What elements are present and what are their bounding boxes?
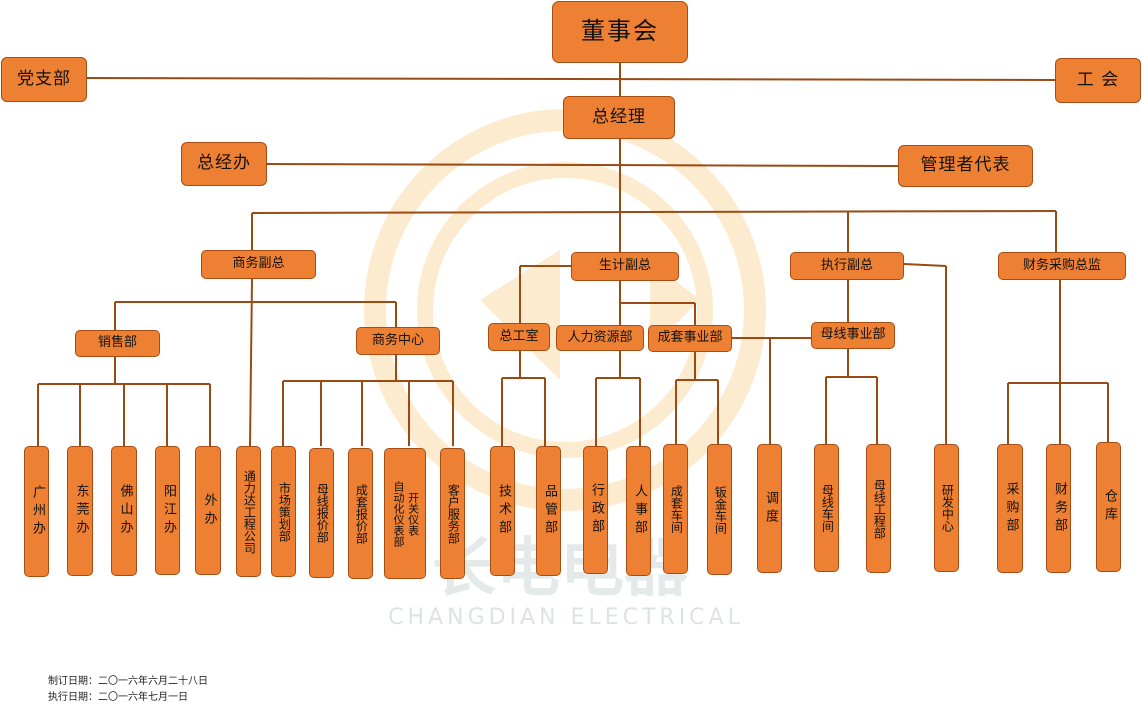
unit-foshan: 佛山办 bbox=[111, 446, 137, 576]
unit-outside: 外办 bbox=[195, 446, 221, 575]
board-box: 董事会 bbox=[552, 1, 688, 63]
made-date: 制订日期：二〇一六年六月二十八日 bbox=[48, 676, 208, 687]
unit-dongguan: 东莞办 bbox=[67, 446, 93, 576]
switch-col-1: 开关仪表 bbox=[406, 491, 420, 536]
unit-guangzhou: 广州办 bbox=[24, 446, 49, 577]
unit-market-planning: 市场策划部 bbox=[271, 446, 296, 577]
unit-rd-center: 研发中心 bbox=[934, 444, 959, 572]
busbar-division-box: 母线事业部 bbox=[811, 322, 895, 349]
unit-personnel: 人事部 bbox=[626, 446, 651, 576]
party-branch-box: 党支部 bbox=[1, 57, 87, 102]
unit-yangjiang: 阳江办 bbox=[155, 446, 180, 575]
unit-complete-quote: 成套报价部 bbox=[348, 448, 373, 579]
unit-busbar-engineering: 母线工程部 bbox=[866, 444, 891, 573]
unit-sheetmetal-workshop: 钣金车间 bbox=[707, 444, 732, 575]
finance-director-box: 财务采购总监 bbox=[998, 252, 1126, 280]
union-box: 工 会 bbox=[1055, 58, 1141, 103]
production-vp-box: 生计副总 bbox=[571, 252, 679, 281]
management-rep-box: 管理者代表 bbox=[898, 145, 1033, 187]
complete-set-division-box: 成套事业部 bbox=[648, 325, 732, 352]
unit-purchasing: 采购部 bbox=[997, 444, 1023, 573]
switch-col-2: 自动化仪表部 bbox=[392, 480, 405, 547]
general-office-box: 总工室 bbox=[488, 323, 550, 351]
unit-quality: 品管部 bbox=[536, 446, 561, 576]
sales-dept-box: 销售部 bbox=[75, 330, 160, 357]
exec-vp-box: 执行副总 bbox=[790, 252, 904, 280]
unit-complete-workshop: 成套车间 bbox=[663, 444, 688, 574]
general-manager-box: 总经理 bbox=[563, 96, 675, 139]
gm-office-box: 总经办 bbox=[181, 142, 267, 186]
unit-admin: 行政部 bbox=[583, 446, 608, 574]
unit-switch-automation: 自动化仪表部 开关仪表 bbox=[384, 448, 426, 579]
unit-technology: 技术部 bbox=[490, 446, 515, 576]
business-center-box: 商务中心 bbox=[356, 327, 440, 355]
unit-busbar-quote: 母线报价部 bbox=[309, 448, 334, 578]
hr-dept-box: 人力资源部 bbox=[556, 325, 644, 351]
unit-dispatch: 调度 bbox=[757, 444, 782, 573]
business-vp-box: 商务副总 bbox=[201, 250, 316, 279]
unit-finance: 财务部 bbox=[1046, 444, 1071, 573]
exec-date: 执行日期：二〇一六年七月一日 bbox=[48, 692, 188, 703]
unit-customer-service: 客户服务部 bbox=[440, 448, 465, 579]
unit-warehouse: 仓库 bbox=[1096, 442, 1121, 572]
unit-busbar-workshop: 母线车间 bbox=[814, 444, 839, 572]
unit-tonglida: 通力达工程公司 bbox=[236, 446, 261, 577]
